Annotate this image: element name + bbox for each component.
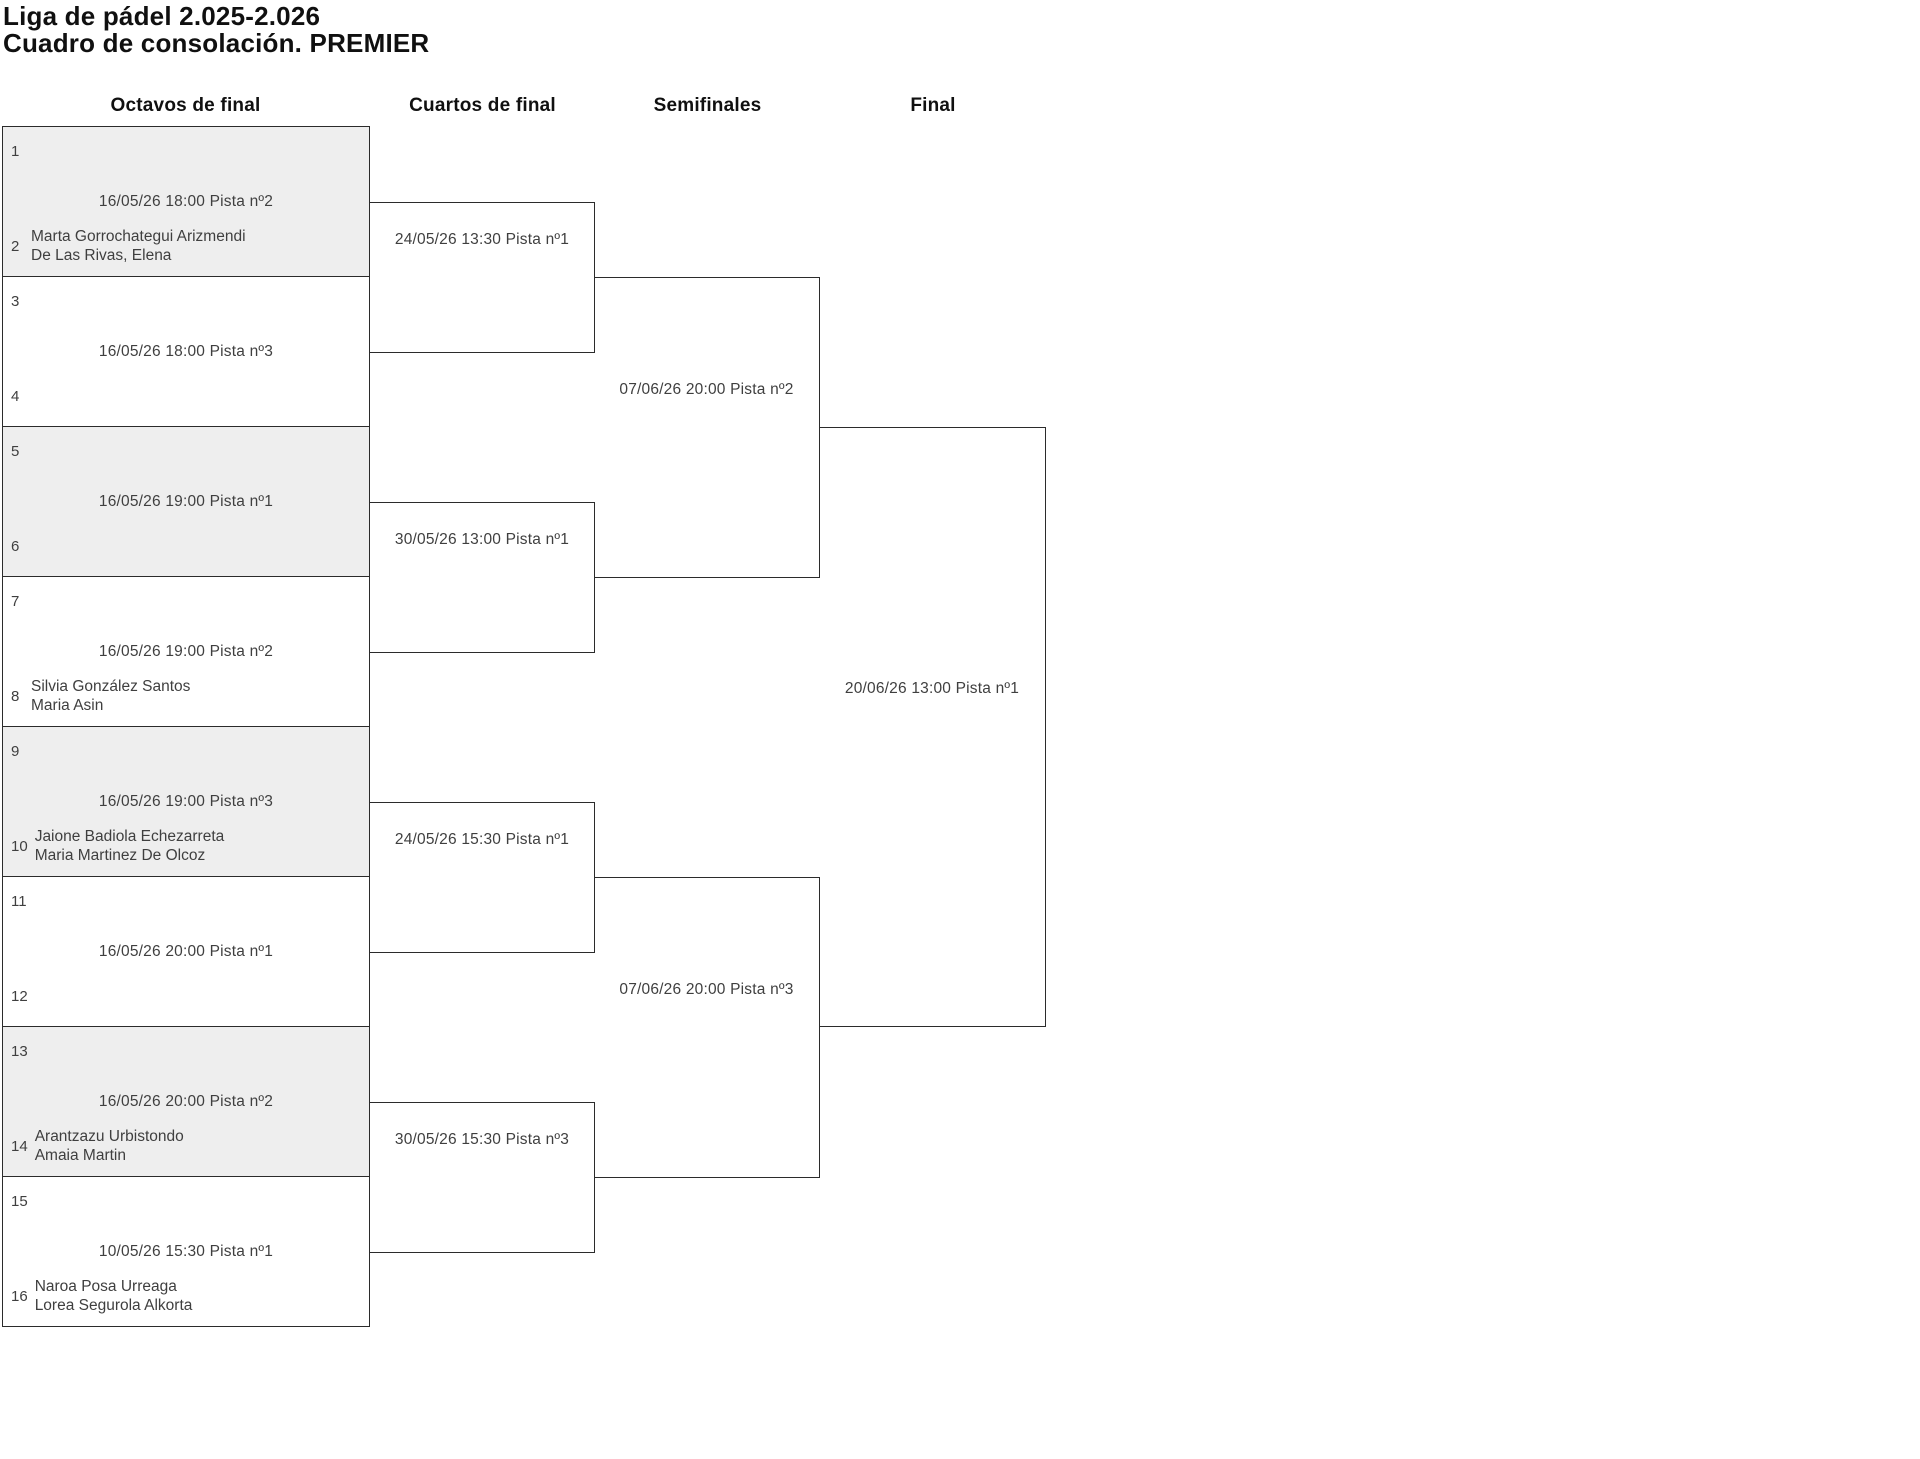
slot-number: 4 xyxy=(11,387,20,405)
match-datetime: 07/06/26 20:00 Pista nº2 xyxy=(619,380,794,398)
match-datetime: 24/05/26 15:30 Pista nº1 xyxy=(394,830,570,848)
team-names: Marta Gorrochategui Arizmendi De Las Riva… xyxy=(31,227,246,265)
team-name: Naroa Posa Urreaga xyxy=(34,1278,177,1295)
slot-number: 16 xyxy=(11,1287,28,1305)
round-header-cuartos: Cuartos de final xyxy=(409,95,556,116)
slot-number: 10 xyxy=(11,837,28,855)
match-box-cuartos-3[interactable]: 24/05/26 15:30 Pista nº1 xyxy=(369,802,595,953)
slot-number: 15 xyxy=(11,1193,28,1210)
bottom-slot-group: 4 xyxy=(11,377,24,415)
slot-number: 7 xyxy=(11,593,20,610)
match-box-semifinal-2[interactable]: 07/06/26 20:00 Pista nº3 xyxy=(594,877,820,1178)
slot-number: 6 xyxy=(11,537,20,555)
match-datetime: 24/05/26 13:30 Pista nº1 xyxy=(394,230,570,248)
match-datetime: 16/05/26 19:00 Pista nº3 xyxy=(98,792,274,810)
match-datetime: 16/05/26 19:00 Pista nº2 xyxy=(98,642,274,660)
slot-number: 8 xyxy=(11,687,20,705)
page-title: Liga de pádel 2.025-2.026 xyxy=(3,1,321,31)
match-box-cuartos-2[interactable]: 30/05/26 13:00 Pista nº1 xyxy=(369,502,595,653)
match-datetime: 16/05/26 19:00 Pista nº1 xyxy=(98,492,274,510)
slot-number: 12 xyxy=(11,987,28,1005)
team-name: De Las Rivas, Elena xyxy=(31,247,172,264)
team-name: Amaia Martin xyxy=(34,1147,126,1164)
slot-number: 9 xyxy=(11,743,20,760)
match-datetime: 10/05/26 15:30 Pista nº1 xyxy=(98,1242,274,1260)
match-box-semifinal-1[interactable]: 07/06/26 20:00 Pista nº2 xyxy=(594,277,820,578)
match-box-final[interactable]: 20/06/26 13:00 Pista nº1 xyxy=(819,427,1046,1027)
match-box-octavos-3[interactable]: 5 16/05/26 19:00 Pista nº1 6 xyxy=(3,427,369,577)
round-column-octavos: 1 16/05/26 18:00 Pista nº2 2 Marta Gorrocha… xyxy=(2,126,370,1327)
match-box-octavos-4[interactable]: 7 16/05/26 19:00 Pista nº2 8 Silvia Gonzále… xyxy=(3,577,369,727)
bottom-slot-group: 2 Marta Gorrochategui Arizmendi De Las Riv… xyxy=(11,227,246,265)
page-subtitle: Cuadro de consolación. PREMIER xyxy=(3,28,430,58)
match-box-octavos-8[interactable]: 15 10/05/26 15:30 Pista nº1 16 Naroa Posa U… xyxy=(3,1177,369,1326)
match-datetime: 20/06/26 13:00 Pista nº1 xyxy=(844,680,1020,697)
match-box-octavos-7[interactable]: 13 16/05/26 20:00 Pista nº2 14 Arantzazu Ur… xyxy=(3,1027,369,1177)
team-name: Lorea Segurola Alkorta xyxy=(34,1297,193,1314)
slot-number: 3 xyxy=(11,293,20,310)
bottom-slot-group: 6 xyxy=(11,527,24,565)
match-datetime: 16/05/26 18:00 Pista nº2 xyxy=(98,192,274,210)
slot-number: 1 xyxy=(11,143,20,160)
team-name: Maria Martinez De Olcoz xyxy=(34,847,206,864)
match-box-cuartos-1[interactable]: 24/05/26 13:30 Pista nº1 xyxy=(369,202,595,353)
match-box-octavos-6[interactable]: 11 16/05/26 20:00 Pista nº1 12 xyxy=(3,877,369,1027)
round-header-semifinales: Semifinales xyxy=(653,95,762,116)
round-header-final: Final xyxy=(910,95,956,116)
team-name: Arantzazu Urbistondo xyxy=(34,1128,184,1145)
bottom-slot-group: 12 xyxy=(11,977,28,1015)
match-box-octavos-1[interactable]: 1 16/05/26 18:00 Pista nº2 2 Marta Gorrocha… xyxy=(3,127,369,277)
match-datetime: 16/05/26 20:00 Pista nº1 xyxy=(98,942,274,960)
match-datetime: 16/05/26 20:00 Pista nº2 xyxy=(98,1092,274,1110)
slot-number: 2 xyxy=(11,237,20,255)
match-datetime: 07/06/26 20:00 Pista nº3 xyxy=(619,980,794,998)
round-header-octavos: Octavos de final xyxy=(110,95,261,116)
slot-number: 14 xyxy=(11,1137,28,1155)
match-datetime: 30/05/26 15:30 Pista nº3 xyxy=(394,1130,570,1148)
match-box-cuartos-4[interactable]: 30/05/26 15:30 Pista nº3 xyxy=(369,1102,595,1253)
match-datetime: 30/05/26 13:00 Pista nº1 xyxy=(394,530,570,548)
team-name: Jaione Badiola Echezarreta xyxy=(34,828,225,845)
match-datetime: 16/05/26 18:00 Pista nº3 xyxy=(98,342,274,360)
team-name: Silvia González Santos xyxy=(31,678,191,695)
match-box-octavos-2[interactable]: 3 16/05/26 18:00 Pista nº3 4 xyxy=(3,277,369,427)
match-box-octavos-5[interactable]: 9 16/05/26 19:00 Pista nº3 10 Jaione Badiol… xyxy=(3,727,369,877)
team-name: Marta Gorrochategui Arizmendi xyxy=(31,228,246,245)
slot-number: 13 xyxy=(11,1043,28,1060)
team-name: Maria Asin xyxy=(31,697,104,714)
slot-number: 5 xyxy=(11,443,20,460)
slot-number: 11 xyxy=(11,893,27,910)
